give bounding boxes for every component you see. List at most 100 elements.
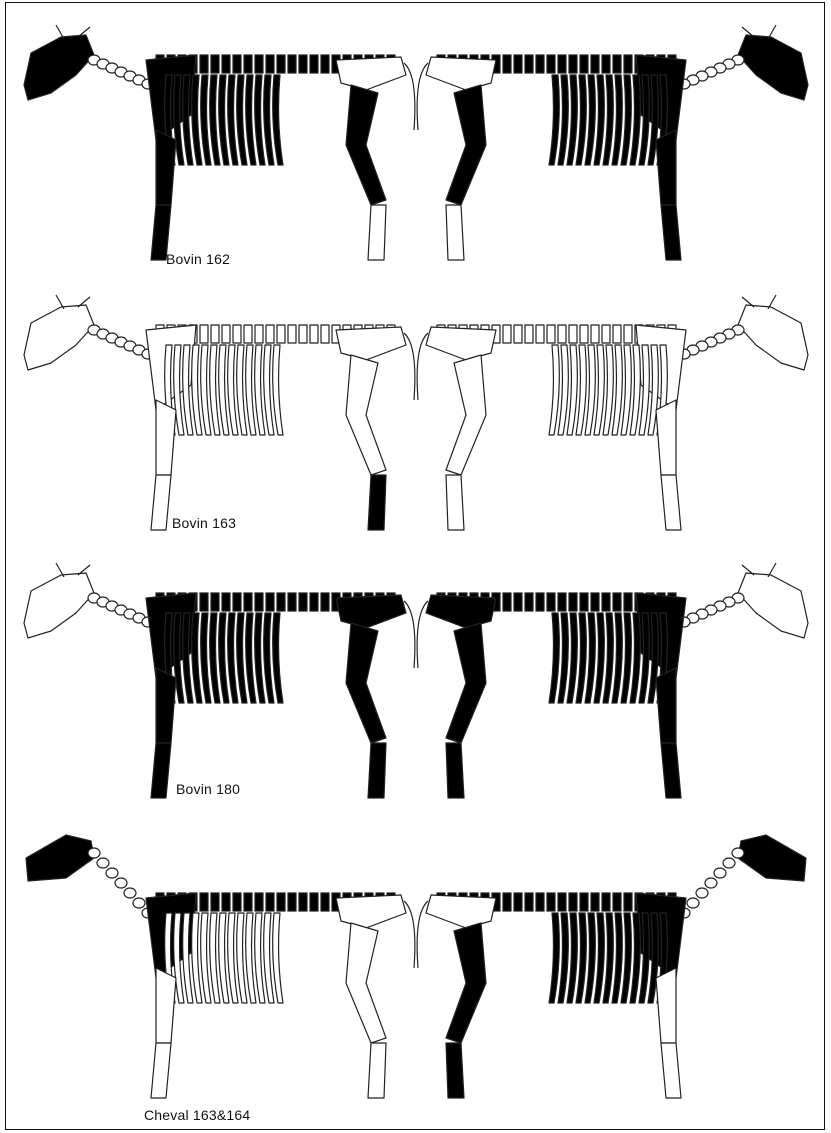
skeleton-left xyxy=(26,835,415,1098)
vertebra xyxy=(580,55,588,73)
hindleg-upper xyxy=(446,85,486,205)
hindleg-upper xyxy=(346,923,386,1043)
vertebra xyxy=(211,593,219,611)
vertebra xyxy=(200,325,208,343)
hindleg-upper xyxy=(446,623,486,743)
vertebra xyxy=(244,893,252,911)
hindleg-lower xyxy=(446,1043,464,1098)
vertebra xyxy=(233,893,241,911)
skull xyxy=(738,305,808,370)
foreleg-upper xyxy=(156,400,176,475)
vertebra xyxy=(310,893,318,911)
pelvis xyxy=(336,57,406,90)
vertebra xyxy=(602,325,610,343)
hindleg-upper xyxy=(346,355,386,475)
vertebra xyxy=(266,325,274,343)
foreleg-upper xyxy=(656,130,676,205)
hindleg-lower xyxy=(368,743,386,798)
panel-label: Bovin 162 xyxy=(166,251,230,267)
vertebra xyxy=(288,893,296,911)
vertebra xyxy=(244,593,252,611)
pelvis xyxy=(336,895,406,928)
neck-vertebra xyxy=(705,878,717,888)
vertebra xyxy=(514,593,522,611)
vertebra xyxy=(525,893,533,911)
foreleg-lower xyxy=(661,743,681,798)
vertebra xyxy=(525,325,533,343)
neck-vertebra xyxy=(115,878,127,888)
vertebra xyxy=(591,593,599,611)
neck-vertebra xyxy=(723,858,735,868)
foreleg-upper xyxy=(656,668,676,743)
vertebra xyxy=(624,893,632,911)
vertebra xyxy=(255,325,263,343)
rib xyxy=(273,345,283,435)
figure-frame: Bovin 162 Bovin 163 Bovin 180 Cheval 163… xyxy=(5,2,825,1130)
vertebra xyxy=(569,55,577,73)
vertebra xyxy=(255,55,263,73)
skull xyxy=(738,35,808,100)
panel-bovin-180: Bovin 180 xyxy=(6,553,826,815)
vertebra xyxy=(288,593,296,611)
vertebra xyxy=(233,55,241,73)
neck-vertebra xyxy=(88,848,100,858)
skull xyxy=(26,835,94,881)
vertebra xyxy=(547,893,555,911)
vertebra xyxy=(558,55,566,73)
skull xyxy=(738,573,808,638)
vertebra xyxy=(288,55,296,73)
rib xyxy=(273,913,283,1003)
vertebra xyxy=(503,55,511,73)
vertebra xyxy=(547,325,555,343)
vertebra xyxy=(277,325,285,343)
vertebra xyxy=(624,593,632,611)
vertebra xyxy=(602,55,610,73)
vertebra xyxy=(255,593,263,611)
neck-vertebra xyxy=(97,858,109,868)
vertebra xyxy=(536,55,544,73)
vertebra xyxy=(321,593,329,611)
skeleton-left xyxy=(24,25,415,260)
vertebra xyxy=(580,325,588,343)
skeleton-pair-bovin-180 xyxy=(6,553,826,815)
vertebra xyxy=(547,593,555,611)
neck-vertebra xyxy=(687,898,699,908)
skeleton-right xyxy=(417,25,808,260)
vertebra xyxy=(211,325,219,343)
skeleton-right xyxy=(417,835,806,1098)
skeleton-left xyxy=(24,295,415,530)
panel-label: Bovin 180 xyxy=(176,781,240,797)
vertebra xyxy=(624,325,632,343)
vertebra xyxy=(222,893,230,911)
vertebra xyxy=(288,325,296,343)
rib xyxy=(273,75,283,165)
vertebra xyxy=(277,893,285,911)
vertebra xyxy=(211,893,219,911)
neck-vertebrae xyxy=(678,55,744,89)
hindleg-upper xyxy=(446,355,486,475)
skeleton-right xyxy=(417,563,808,798)
hindleg-lower xyxy=(368,205,386,260)
vertebra xyxy=(222,593,230,611)
vertebra xyxy=(211,55,219,73)
foreleg-upper xyxy=(156,668,176,743)
vertebra xyxy=(299,325,307,343)
neck-vertebrae xyxy=(678,593,744,627)
vertebra xyxy=(222,325,230,343)
vertebra xyxy=(244,325,252,343)
hindleg-lower xyxy=(368,475,386,530)
foreleg-upper xyxy=(656,968,676,1043)
vertebra xyxy=(613,893,621,911)
vertebra xyxy=(277,593,285,611)
vertebra xyxy=(321,55,329,73)
panel-cheval-163-164: Cheval 163&164 xyxy=(6,823,826,1128)
hindleg-upper xyxy=(346,623,386,743)
vertebra xyxy=(602,893,610,911)
foreleg-lower xyxy=(151,743,171,798)
skull xyxy=(24,305,94,370)
pelvis xyxy=(426,895,496,928)
vertebra xyxy=(624,55,632,73)
skeleton-pair-bovin-163 xyxy=(6,285,826,547)
vertebra xyxy=(536,893,544,911)
vertebra xyxy=(580,593,588,611)
